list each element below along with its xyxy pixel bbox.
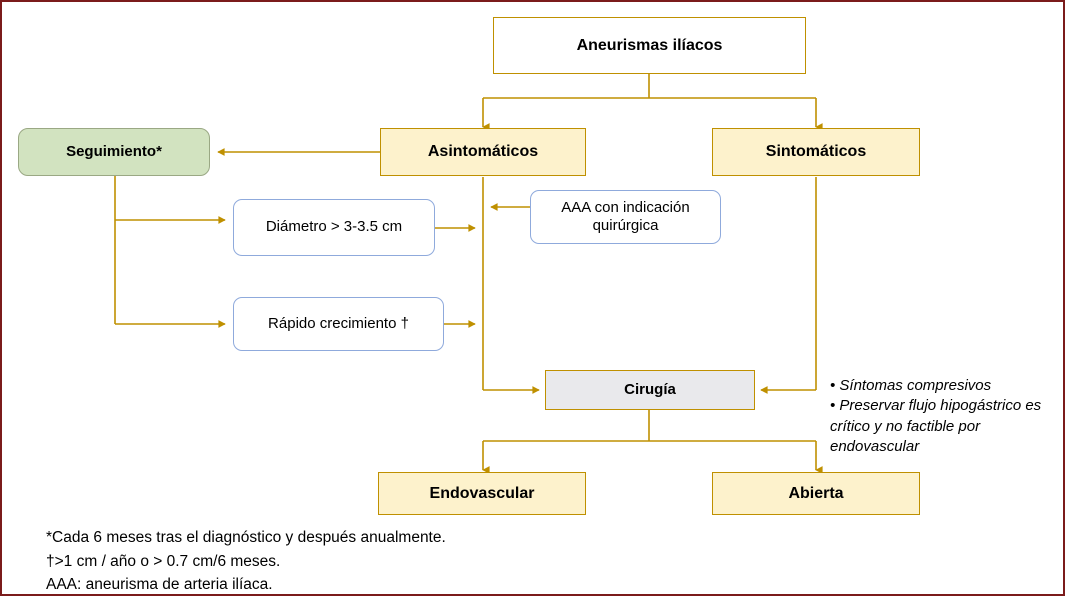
node-cirugia[interactable]: Cirugía — [545, 370, 755, 410]
node-asintomaticos-label: Asintomáticos — [427, 143, 539, 161]
node-rapido-crecimiento[interactable]: Rápido crecimiento † — [233, 297, 444, 351]
node-sintomaticos[interactable]: Sintomáticos — [712, 128, 920, 176]
node-seguimiento[interactable]: Seguimiento* — [18, 128, 210, 176]
node-endovascular[interactable]: Endovascular — [378, 472, 586, 515]
node-aneurismas-iliacos-label: Aneurismas ilíacos — [576, 36, 723, 54]
footnote-asterisk: *Cada 6 meses tras el diagnóstico y desp… — [46, 529, 446, 546]
node-seguimiento-label: Seguimiento* — [66, 142, 162, 160]
node-abierta[interactable]: Abierta — [712, 472, 920, 515]
node-endovascular-label: Endovascular — [429, 484, 535, 502]
footnote-dagger: †>1 cm / año o > 0.7 cm/6 meses. — [46, 552, 281, 570]
node-aaa-indicacion-quirurgica[interactable]: AAA con indicación quirúrgica — [530, 190, 721, 244]
footnotes-block: *Cada 6 meses tras el diagnóstico y desp… — [46, 526, 446, 594]
footnote-abbreviation: AAA: aneurisma de arteria ilíaca. — [46, 576, 273, 594]
side-note-sintomaticos: • Síntomas compresivos • Preservar flujo… — [830, 377, 1042, 455]
node-diametro[interactable]: Diámetro > 3-3.5 cm — [233, 199, 435, 256]
node-aaa-indicacion-quirurgica-label: AAA con indicación quirúrgica — [561, 198, 690, 234]
node-aneurismas-iliacos[interactable]: Aneurismas ilíacos — [493, 17, 806, 74]
node-abierta-label: Abierta — [788, 484, 844, 502]
node-rapido-crecimiento-label: Rápido crecimiento † — [268, 314, 409, 332]
node-asintomaticos[interactable]: Asintomáticos — [380, 128, 586, 176]
node-diametro-label: Diámetro > 3-3.5 cm — [265, 218, 403, 236]
node-cirugia-label: Cirugía — [624, 380, 676, 398]
node-sintomaticos-label: Sintomáticos — [765, 143, 867, 161]
